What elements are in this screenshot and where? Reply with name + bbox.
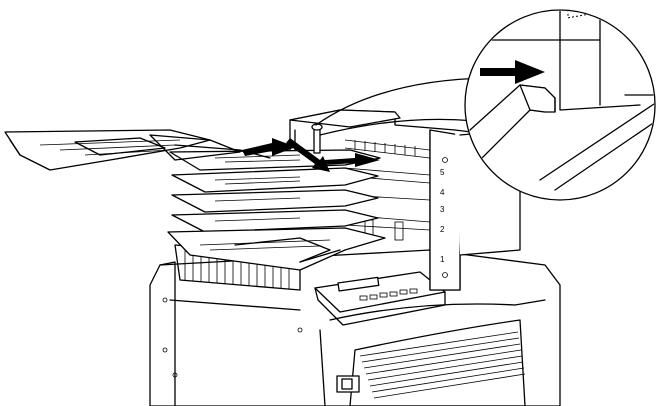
arrow-icon	[242, 138, 296, 156]
slot-label-3: 3	[440, 205, 445, 214]
slot-label-5: 5	[440, 168, 445, 177]
arrow-icon	[286, 138, 330, 172]
tray-motion-arrows	[242, 138, 380, 172]
bin-slot-labels: 5 4 3 2 1	[440, 168, 445, 264]
extended-tray	[4, 129, 271, 171]
arrow-icon	[325, 153, 380, 167]
control-panel	[314, 271, 446, 326]
slot-label-4: 4	[440, 188, 445, 197]
arrow-icon	[480, 60, 545, 84]
output-trays	[167, 149, 386, 271]
power-switch	[336, 375, 360, 393]
slot-label-1: 1	[440, 255, 445, 264]
slot-label-2: 2	[440, 225, 445, 234]
release-lever	[311, 123, 323, 154]
detail-callout	[315, 9, 656, 201]
front-grille	[349, 319, 526, 406]
